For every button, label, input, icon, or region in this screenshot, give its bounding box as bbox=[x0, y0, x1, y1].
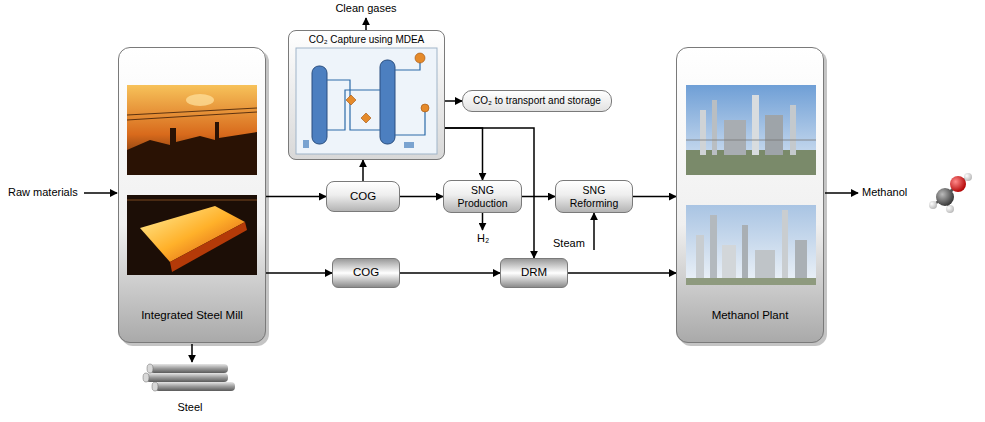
node-text: Integrated Steel Mill bbox=[141, 309, 243, 322]
side-arrows bbox=[593, 213, 595, 250]
methanol-plant-photo bbox=[765, 115, 783, 155]
steel-bars bbox=[152, 382, 158, 391]
steel-bars bbox=[143, 373, 149, 382]
flow-label: Raw materials bbox=[8, 186, 78, 199]
capture-schematic bbox=[380, 60, 395, 144]
side-arrows bbox=[84, 18, 858, 362]
capture-schematic bbox=[421, 104, 429, 112]
flow-label: Steel bbox=[177, 401, 202, 414]
flow-arrow bbox=[445, 100, 462, 102]
steel-mill-photo bbox=[186, 94, 214, 106]
process-box: SNG Production bbox=[443, 180, 522, 213]
process-box: COG bbox=[326, 181, 400, 212]
process-box: COG bbox=[332, 258, 400, 288]
node-text: Methanol Plant bbox=[712, 309, 789, 322]
methanol-plant-photo bbox=[696, 235, 704, 285]
capture-schematic bbox=[346, 95, 371, 123]
flow-label: Methanol bbox=[862, 186, 907, 199]
methanol-plant-photo bbox=[700, 110, 706, 155]
process-box: SNG Reforming bbox=[555, 180, 633, 213]
methanol-molecule bbox=[936, 188, 954, 206]
flow-arrow bbox=[633, 196, 676, 198]
methanol-molecule bbox=[950, 176, 966, 192]
methanol-plant-photo bbox=[686, 85, 816, 285]
label-text: Raw materials bbox=[8, 186, 78, 199]
node-text: SNG Reforming bbox=[560, 184, 628, 208]
flow-arrow bbox=[400, 196, 443, 198]
capture-schematic bbox=[296, 48, 437, 154]
flow-label: Steam bbox=[553, 237, 585, 250]
label-text: Steel bbox=[177, 401, 202, 414]
flow-arrow bbox=[266, 196, 326, 198]
label-text: Methanol bbox=[862, 186, 907, 199]
steel-mill-photo bbox=[127, 85, 257, 175]
flow-arrow bbox=[522, 196, 555, 198]
capture-schematic bbox=[312, 66, 327, 144]
flow-arrow bbox=[362, 160, 364, 181]
label-text: H₂ bbox=[477, 232, 489, 245]
capture-schematic bbox=[327, 60, 425, 135]
methanol-plant-photo bbox=[790, 105, 796, 155]
side-arrows bbox=[84, 192, 117, 194]
steel-bars bbox=[147, 364, 153, 373]
storage-box: CO₂ to transport and storage bbox=[462, 90, 612, 112]
panel-fill bbox=[288, 30, 445, 160]
plant-panel: Integrated Steel Mill bbox=[118, 47, 266, 343]
side-arrows bbox=[482, 213, 484, 230]
methanol-plant-photo bbox=[712, 100, 717, 155]
flow-arrow bbox=[445, 128, 483, 180]
node-text: CO₂ to transport and storage bbox=[473, 95, 601, 107]
node-text: COG bbox=[350, 190, 376, 203]
node-text: SNG Production bbox=[448, 184, 517, 208]
steel-bars bbox=[146, 373, 228, 382]
panel-fill bbox=[118, 47, 266, 343]
methanol-plant-photo bbox=[686, 278, 816, 285]
methanol-plant-photo bbox=[724, 120, 746, 155]
side-arrows bbox=[191, 344, 193, 362]
methanol-plant-photo bbox=[686, 140, 816, 141]
steel-bars bbox=[155, 382, 235, 391]
methanol-molecule bbox=[946, 205, 954, 213]
methanol-plant-photo bbox=[742, 225, 748, 285]
methanol-molecule bbox=[929, 201, 937, 209]
methanol-plant-photo bbox=[752, 95, 759, 155]
methanol-molecule bbox=[964, 173, 972, 181]
steel-bars bbox=[150, 364, 228, 373]
label-text: Steam bbox=[553, 237, 585, 250]
node-text: DRM bbox=[521, 266, 547, 279]
side-arrows bbox=[365, 18, 367, 30]
capture-schematic bbox=[404, 142, 414, 148]
methanol-plant-photo bbox=[686, 205, 816, 285]
flow-arrow bbox=[400, 272, 500, 274]
steel-mill-photo bbox=[127, 108, 257, 120]
node-text: COG bbox=[353, 266, 379, 279]
methanol-molecule bbox=[929, 173, 972, 213]
flow-label: Clean gases bbox=[335, 2, 396, 15]
node-text: CO₂ Capture using MDEA bbox=[309, 34, 425, 46]
steel-mill-photo bbox=[170, 222, 247, 272]
label-text: Clean gases bbox=[335, 2, 396, 15]
process-box: DRM bbox=[500, 258, 568, 288]
capture-schematic bbox=[415, 53, 425, 63]
panel-fill bbox=[118, 30, 827, 346]
flow-label: H₂ bbox=[477, 232, 489, 245]
capture-schematic bbox=[296, 48, 437, 154]
flow-arrow bbox=[266, 272, 332, 274]
methanol-plant-photo bbox=[782, 210, 788, 285]
steel-bars bbox=[143, 364, 235, 391]
plant-panel: Methanol Plant bbox=[676, 47, 824, 343]
steel-mill-photo bbox=[127, 199, 257, 201]
steel-mill-photo bbox=[127, 122, 257, 175]
side-arrows bbox=[825, 192, 858, 194]
capture-schematic bbox=[303, 140, 309, 148]
capture-unit: CO₂ Capture using MDEA bbox=[288, 30, 445, 160]
methanol-plant-photo bbox=[686, 85, 816, 175]
steel-mill-photo bbox=[127, 85, 257, 275]
steel-mill-photo bbox=[127, 195, 257, 275]
flow-arrow bbox=[568, 272, 676, 274]
panel-fill bbox=[676, 47, 824, 343]
methanol-plant-photo bbox=[710, 215, 717, 285]
